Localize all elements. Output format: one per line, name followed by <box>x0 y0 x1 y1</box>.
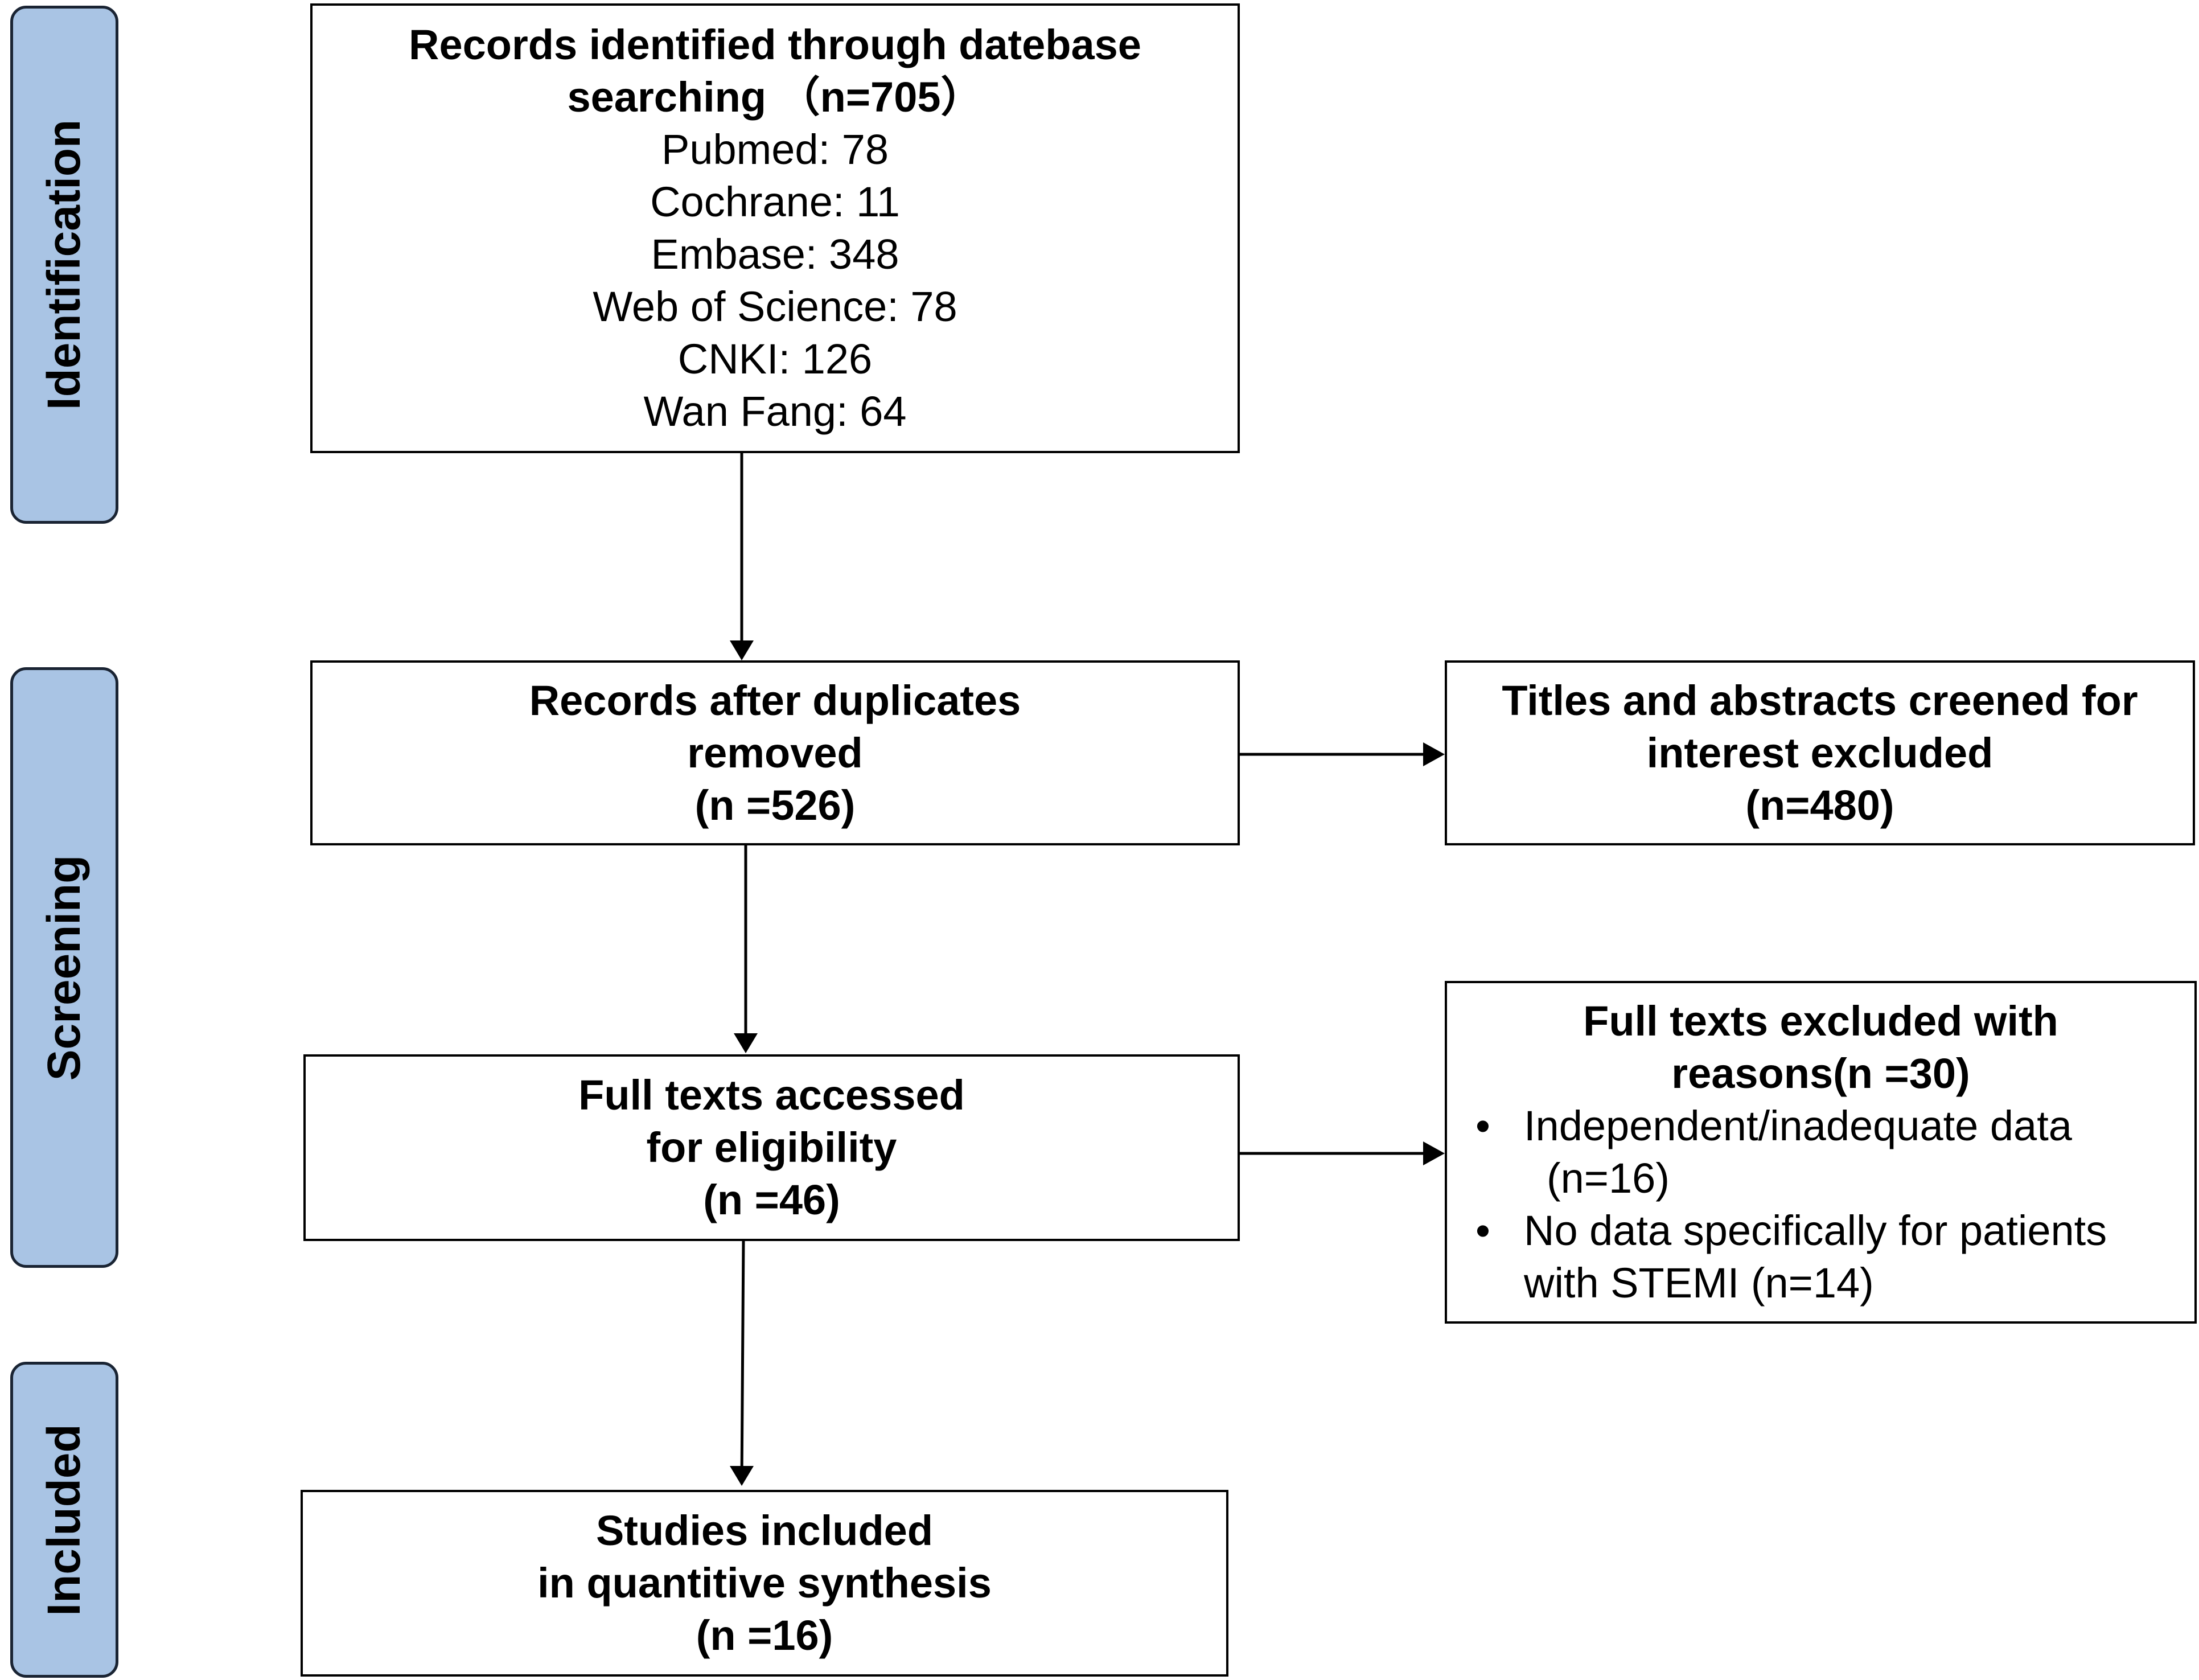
titles-excluded-box: Titles and abstracts creened for interes… <box>1445 660 2195 845</box>
duplicates-removed-box: Records after duplicates removed (n =526… <box>310 660 1240 845</box>
included-studies-box: Studies included in quantitive synthesis… <box>301 1490 1228 1677</box>
records-identified-box: Records identified through datebase sear… <box>310 3 1240 453</box>
records-identified-title-line2: searching （n=705） <box>567 73 983 121</box>
phase-identification-label: Identification <box>38 119 90 410</box>
full-texts-assessed-line2: for eligibility <box>646 1124 897 1171</box>
full-texts-excluded-line2: reasons(n =30) <box>1671 1050 1970 1097</box>
full-texts-excluded-line1: Full texts excluded with <box>1583 997 2058 1045</box>
source-web-of-science: Web of Science: 78 <box>593 283 957 330</box>
arrow-fulltext-to-included <box>740 1241 745 1484</box>
source-cochrane: Cochrane: 11 <box>650 178 900 225</box>
phase-identification: Identification <box>10 6 118 524</box>
source-embase: Embase: 348 <box>651 231 899 278</box>
full-texts-assessed-line1: Full texts accessed <box>578 1071 965 1119</box>
phase-included-label: Included <box>38 1423 90 1616</box>
included-studies-line2: in quantitive synthesis <box>537 1559 992 1607</box>
phase-screening-label: Screening <box>38 855 90 1081</box>
exclusion-reason-1-line1: Independent/inadequate data <box>1524 1102 2072 1149</box>
included-studies-line1: Studies included <box>595 1507 934 1554</box>
exclusion-reasons-list: Independent/inadequate data (n=16) No da… <box>1447 1100 2194 1309</box>
included-studies-count: (n =16) <box>696 1612 833 1659</box>
exclusion-reason-1-line2: (n=16) <box>1547 1155 1670 1202</box>
titles-excluded-count: (n=480) <box>1745 781 1894 829</box>
source-pubmed: Pubmed: 78 <box>661 126 889 173</box>
arrowhead-duplicates-to-titles-excluded <box>1423 742 1445 766</box>
full-texts-assessed-box: Full texts accessed for eligibility (n =… <box>303 1054 1240 1241</box>
titles-excluded-line1: Titles and abstracts creened for <box>1502 676 2138 724</box>
duplicates-removed-line1: Records after duplicates <box>529 676 1021 724</box>
duplicates-removed-line2: removed <box>687 729 863 777</box>
exclusion-reason-2-line1: No data specifically for patients <box>1524 1207 2107 1254</box>
exclusion-reason-item: Independent/inadequate data (n=16) <box>1475 1100 2194 1205</box>
exclusion-reason-item: No data specifically for patients with S… <box>1475 1205 2194 1309</box>
arrowhead-duplicates-to-fulltext <box>734 1033 758 1053</box>
duplicates-removed-count: (n =526) <box>694 781 856 829</box>
source-cnki: CNKI: 126 <box>677 335 873 383</box>
exclusion-reason-2-line2: with STEMI (n=14) <box>1524 1259 1874 1307</box>
phase-screening: Screening <box>10 667 118 1268</box>
arrowhead-identified-to-duplicates <box>730 640 754 660</box>
titles-excluded-line2: interest excluded <box>1646 729 1994 777</box>
source-wan-fang: Wan Fang: 64 <box>643 388 907 435</box>
records-identified-title-line1: Records identified through datebase <box>409 21 1141 68</box>
phase-included: Included <box>10 1362 118 1678</box>
arrowhead-fulltext-to-included <box>730 1466 754 1486</box>
full-texts-assessed-count: (n =46) <box>703 1176 840 1223</box>
arrowhead-fulltext-to-fulltext-excluded <box>1423 1141 1445 1165</box>
full-texts-excluded-box: Full texts excluded with reasons(n =30) … <box>1445 981 2197 1324</box>
